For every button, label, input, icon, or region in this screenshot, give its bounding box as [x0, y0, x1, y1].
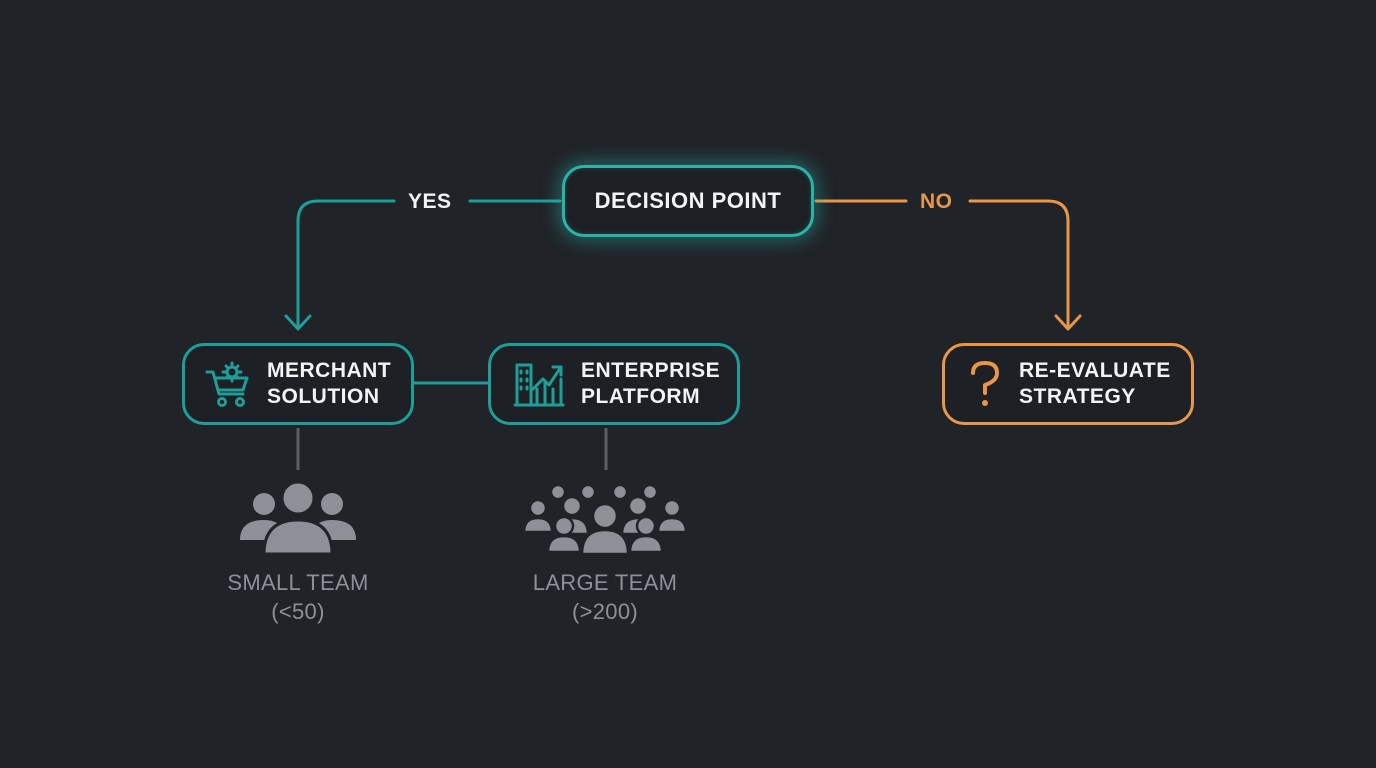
- merchant-solution-node[interactable]: MERCHANT SOLUTION: [182, 343, 414, 425]
- decision-point-node[interactable]: DECISION POINT: [562, 165, 814, 237]
- re-evaluate-strategy-label: RE-EVALUATE STRATEGY: [1019, 359, 1171, 408]
- no-edge-label: NO: [920, 190, 953, 213]
- shopping-cart-gear-icon: [205, 360, 251, 408]
- small-team-caption: SMALL TEAM (<50): [227, 570, 369, 624]
- small-group-icon: [240, 480, 356, 556]
- building-growth-chart-icon: [513, 359, 565, 409]
- no-arrowhead: [1054, 314, 1082, 331]
- yes-connector-line: [296, 199, 562, 328]
- enterprise-platform-label: ENTERPRISE PLATFORM: [581, 359, 721, 408]
- re-evaluate-strategy-node[interactable]: RE-EVALUATE STRATEGY: [942, 343, 1194, 425]
- yes-arrowhead: [284, 314, 312, 331]
- merchant-solution-label: MERCHANT SOLUTION: [267, 359, 392, 408]
- large-team-caption: LARGE TEAM (>200): [532, 570, 678, 624]
- small-team-group: SMALL TEAM (<50): [198, 480, 398, 626]
- enterprise-platform-node[interactable]: ENTERPRISE PLATFORM: [488, 343, 740, 425]
- large-team-group: LARGE TEAM (>200): [505, 480, 705, 626]
- question-mark-icon: [967, 359, 1003, 409]
- large-group-icon: [522, 483, 688, 556]
- no-connector-line: [814, 199, 1070, 328]
- yes-edge-label: YES: [408, 190, 452, 213]
- decision-point-label: DECISION POINT: [594, 188, 782, 213]
